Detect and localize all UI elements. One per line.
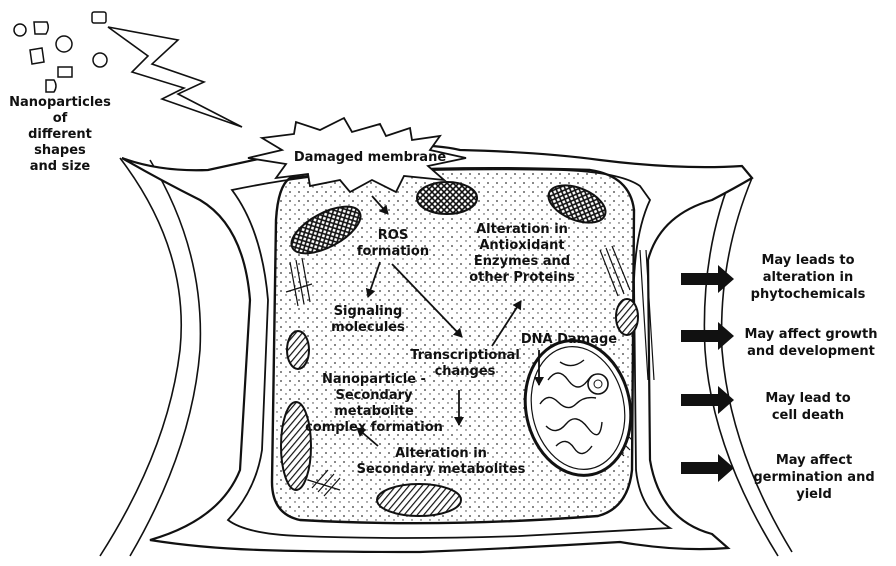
outcome-arrow-4 xyxy=(681,454,734,482)
signaling-molecules-label: Signaling molecules xyxy=(318,304,418,336)
nanoparticles-label: Nanoparticles of different shapes and si… xyxy=(4,95,116,175)
outcome-arrow-3 xyxy=(681,386,734,414)
dna-damage-label: DNA Damage xyxy=(514,332,624,348)
nanoparticle-shapes xyxy=(14,12,107,92)
antioxidant-alteration-label: Alteration in Antioxidant Enzymes and ot… xyxy=(462,222,582,286)
complex-formation-label: Nanoparticle - Secondary metabolite comp… xyxy=(296,372,452,436)
damaged-membrane-label: Damaged membrane xyxy=(292,150,448,166)
lightning-bolt xyxy=(108,27,242,127)
outcome-text-2: May affect growth and development xyxy=(728,326,894,360)
outcome-text-3: May lead to cell death xyxy=(728,390,888,424)
outcome-arrow-2 xyxy=(681,322,734,350)
ros-formation-label: ROS formation xyxy=(348,228,438,260)
secondary-metabolites-label: Alteration in Secondary metabolites xyxy=(356,446,526,478)
outcome-text-4: May affect germination and yield xyxy=(734,452,894,503)
outcome-text-1: May leads to alteration in phytochemical… xyxy=(728,252,888,303)
